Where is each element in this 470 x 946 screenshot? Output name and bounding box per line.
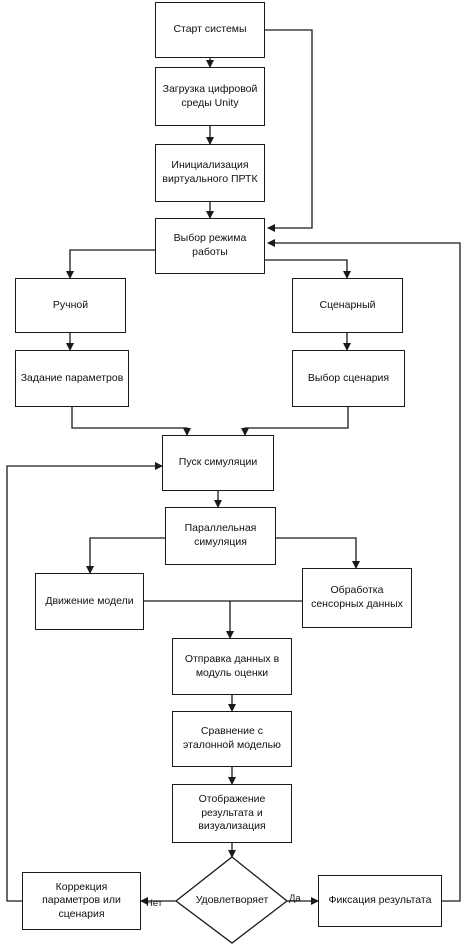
edge-label-yes: Да	[289, 893, 301, 904]
node-send-data: Отправка данных в модуль оценки	[172, 638, 292, 695]
node-parallel-sim: Параллельная симуляция	[165, 507, 276, 565]
node-load-env: Загрузка цифровой среды Unity	[155, 67, 265, 126]
edge-label-no: Нет	[146, 898, 163, 909]
node-run-sim: Пуск симуляции	[162, 435, 274, 491]
edge-fix-loop	[267, 239, 461, 902]
node-select-mode: Выбор режима работы	[155, 218, 265, 274]
node-manual: Ручной	[15, 278, 126, 333]
node-select-scenario: Выбор сценария	[292, 350, 405, 407]
node-display: Отображение результата и визуализация	[172, 784, 292, 843]
node-start: Старт системы	[155, 2, 265, 58]
node-compare: Сравнение с эталонной моделью	[172, 711, 292, 767]
edge-parallel-motion	[86, 537, 165, 574]
decision-diamond	[174, 856, 289, 944]
node-init-prtk: Инициализация виртуального ПРТК	[155, 144, 265, 202]
node-correction: Коррекция параметров или сценария	[22, 872, 141, 930]
edge-parallel-sensor	[276, 537, 360, 569]
node-model-motion: Движение модели	[35, 573, 144, 630]
edge-params-run	[71, 407, 191, 436]
node-sensor-processing: Обработка сенсорных данных	[302, 568, 412, 628]
edge-select-scenario	[265, 259, 351, 279]
decision-label: Удовлетворяет	[195, 894, 269, 906]
edge-select-manual	[66, 249, 155, 279]
node-fix-result: Фиксация результата	[318, 875, 442, 927]
edge-motion-send	[144, 600, 234, 639]
edge-correction-loop	[6, 462, 163, 902]
node-set-params: Задание параметров	[15, 350, 129, 407]
edge-choice-run	[241, 407, 349, 436]
node-scenario: Сценарный	[292, 278, 403, 333]
edge-start-bypass	[265, 29, 313, 232]
